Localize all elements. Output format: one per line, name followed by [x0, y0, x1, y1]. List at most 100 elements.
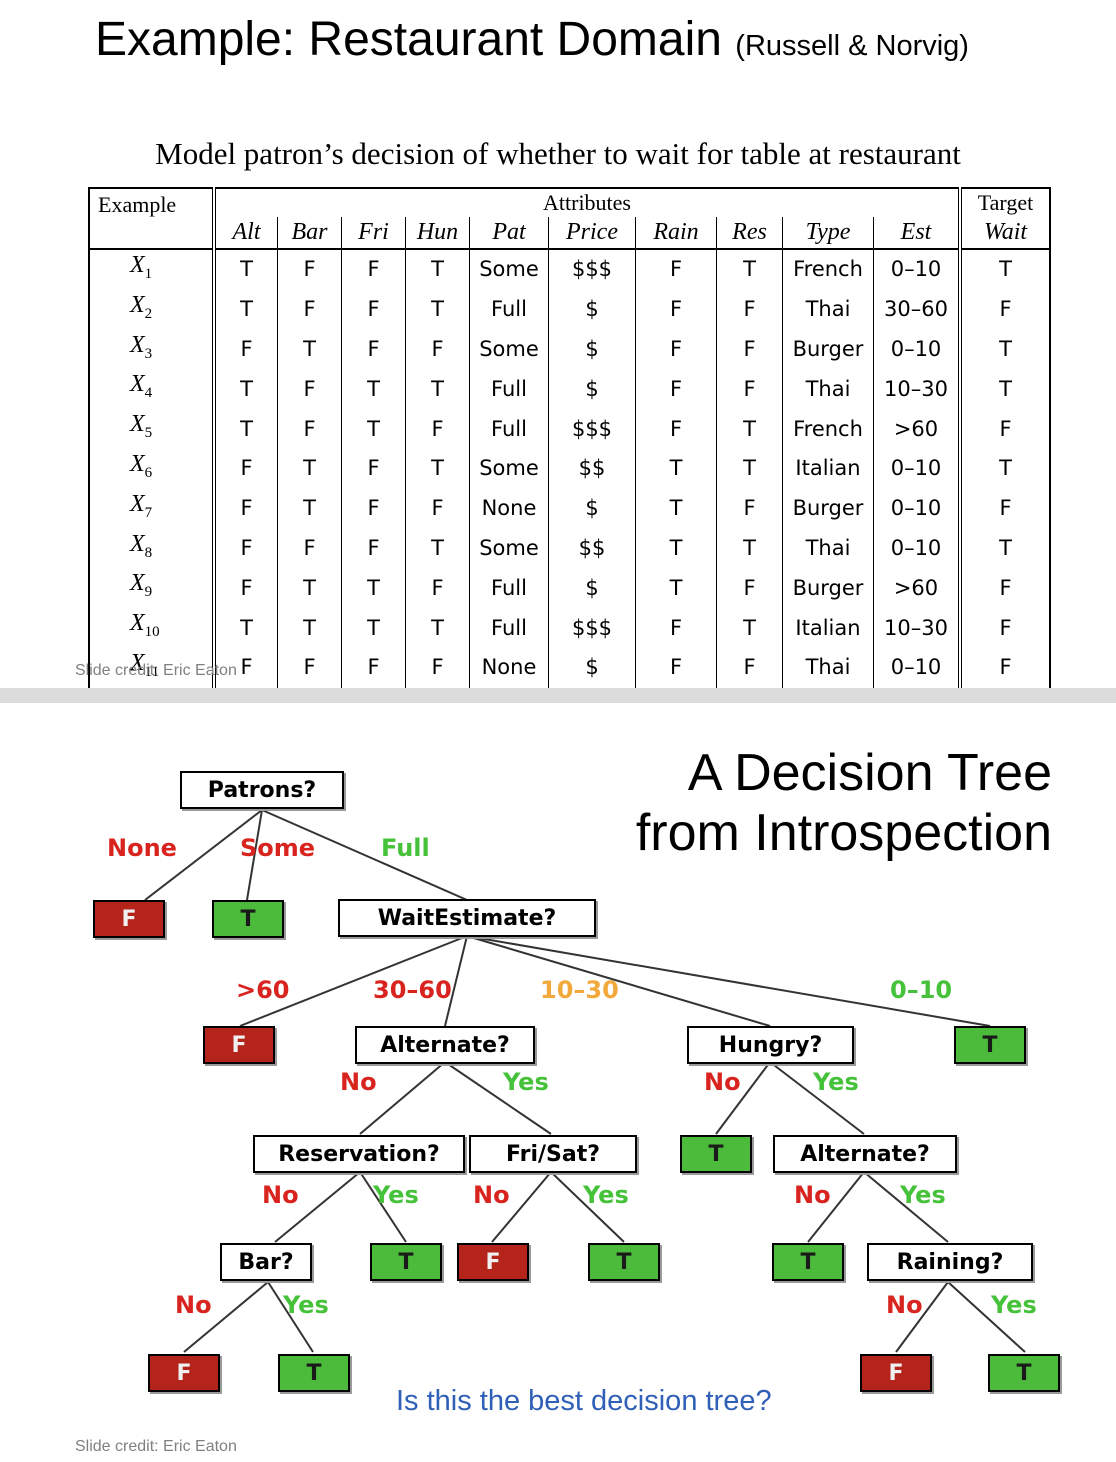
cell-bar: F: [277, 369, 342, 410]
slide-title: Example: Restaurant Domain (Russell & No…: [95, 12, 969, 67]
node-patrons: Patrons?: [180, 771, 344, 809]
cell-rain: F: [635, 369, 717, 410]
cell-fri: F: [341, 488, 406, 529]
slide-restaurant-domain: Example: Restaurant Domain (Russell & No…: [0, 0, 1116, 688]
cell-type: Burger: [782, 488, 874, 529]
cell-bar: F: [277, 249, 342, 290]
attr-header-rain: Rain: [635, 217, 717, 250]
example-id-base: X: [130, 291, 145, 318]
cell-price: $: [548, 369, 636, 410]
example-id-subscript: 10: [144, 623, 160, 640]
node-bar: Bar?: [220, 1243, 312, 1281]
example-id: X11: [89, 647, 216, 688]
edge-res-no: [274, 1171, 361, 1243]
cell-res: T: [716, 448, 783, 489]
example-id-base: X: [130, 411, 145, 438]
cell-type: Thai: [782, 369, 874, 410]
example-id-subscript: 4: [144, 385, 153, 402]
example-id-subscript: 9: [144, 584, 153, 601]
edge-label-some: Some: [240, 834, 316, 862]
cell-price: $$: [548, 448, 636, 489]
tree-slide-title: A Decision Tree from Introspection: [636, 743, 1052, 863]
cell-rain: T: [635, 448, 717, 489]
attr-header-hun: Hun: [405, 217, 470, 250]
example-id-base: X: [130, 610, 145, 637]
cell-type: Thai: [782, 647, 874, 688]
edge-alt1-yes: [444, 1061, 552, 1135]
edge-label-rain-no: No: [886, 1291, 923, 1319]
cell-est: 10–30: [873, 608, 960, 648]
edge-bar-yes: [267, 1281, 314, 1353]
cell-res: F: [716, 329, 783, 370]
cell-price: $: [548, 568, 636, 609]
edge-bar-no: [183, 1281, 269, 1353]
cell-res: F: [716, 369, 783, 410]
cell-price: $: [548, 647, 636, 688]
cell-type: Thai: [782, 289, 874, 330]
cell-fri: T: [341, 608, 406, 648]
slide-decision-tree: A Decision Tree from Introspection: [0, 703, 1116, 1462]
slide-subtitle: Model patron’s decision of whether to wa…: [155, 136, 961, 171]
edge-frisat-no: [491, 1171, 552, 1243]
edge-label-alt2-no: No: [794, 1181, 831, 1209]
cell-type: Burger: [782, 329, 874, 370]
cell-target-wait: T: [958, 249, 1050, 290]
edge-patrons-none: [144, 809, 263, 901]
example-id-subscript: 7: [144, 504, 153, 521]
cell-fri: F: [341, 647, 406, 688]
target-header: Target: [958, 188, 1050, 217]
attributes-header: Attributes: [543, 190, 631, 215]
node-wait-estimate: WaitEstimate?: [338, 899, 596, 937]
cell-hun: F: [405, 488, 470, 529]
edge-rain-yes: [947, 1281, 1026, 1353]
cell-pat: None: [469, 647, 549, 688]
edge-label-res-yes: Yes: [373, 1181, 419, 1209]
cell-price: $: [548, 329, 636, 370]
cell-alt: F: [240, 655, 253, 680]
edge-label-alt2-yes: Yes: [900, 1181, 946, 1209]
cell-target-wait: F: [958, 568, 1050, 609]
example-id-base: X: [130, 371, 145, 398]
edge-label-alt1-no: No: [340, 1068, 377, 1096]
cell-hun: F: [405, 647, 470, 688]
cell-bar: T: [277, 608, 342, 648]
cell-res: T: [716, 409, 783, 449]
cell-pat: Some: [469, 448, 549, 489]
edge-label-frisat-yes: Yes: [583, 1181, 629, 1209]
edge-label-alt1-yes: Yes: [503, 1068, 549, 1096]
cell-price: $: [548, 289, 636, 330]
node-reservation: Reservation?: [253, 1135, 465, 1173]
example-id-subscript: 8: [144, 544, 153, 561]
cell-target-wait: T: [958, 528, 1050, 569]
cell-est: 0–10: [873, 448, 960, 489]
cell-target-wait: T: [958, 329, 1050, 370]
slide-credit: Slide credit: Eric Eaton: [75, 662, 237, 679]
cell-alt: F: [240, 535, 253, 560]
cell-rain: T: [635, 488, 717, 529]
cell-alt: T: [240, 615, 253, 640]
node-fri-sat: Fri/Sat?: [469, 1135, 637, 1173]
cell-alt: T: [240, 297, 253, 322]
cell-rain: F: [635, 409, 717, 449]
edge-frisat-yes: [550, 1171, 625, 1243]
cell-est: 0–10: [873, 249, 960, 290]
cell-est: 10–30: [873, 369, 960, 410]
cell-price: $: [548, 488, 636, 529]
attr-header-res: Res: [716, 217, 783, 250]
edge-label-none: None: [107, 834, 177, 862]
cell-bar: F: [277, 409, 342, 449]
attr-header-est: Est: [873, 217, 960, 250]
cell-hun: T: [405, 528, 470, 569]
leaf-bar-yes-true: T: [278, 1354, 350, 1392]
cell-rain: T: [635, 528, 717, 569]
cell-est: >60: [873, 409, 960, 449]
edge-wait-10-30: [466, 935, 771, 1027]
node-alternate: Alternate?: [355, 1026, 535, 1064]
edge-label-bar-no: No: [175, 1291, 212, 1319]
attr-header-type: Type: [782, 217, 874, 250]
